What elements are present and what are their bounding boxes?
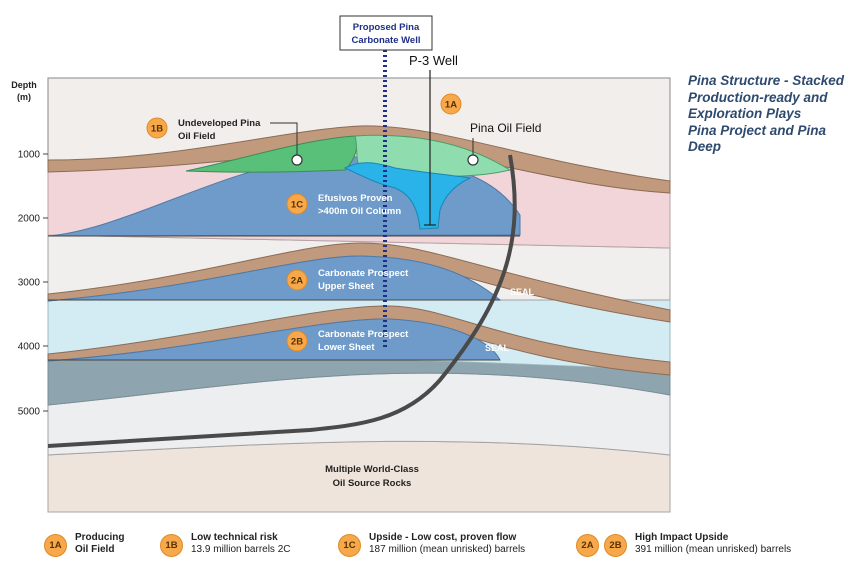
legend-item-2a-2b: 2A 2B High Impact Upside 391 million (me…: [576, 532, 791, 557]
badge-1b-text: 1B: [151, 124, 163, 135]
badge-1c-text: 1C: [291, 200, 303, 211]
side-title: Pina Structure - Stacked Production-read…: [688, 73, 853, 156]
depth-tick-label: 3000: [18, 278, 41, 289]
side-title-line: Exploration Plays: [688, 106, 802, 121]
legend-item-1a: 1A Producing Oil Field: [44, 532, 124, 557]
zone-1c-line2: >400m Oil Column: [318, 206, 401, 217]
legend-text: High Impact Upside 391 million (mean unr…: [635, 532, 791, 556]
oil-field-1a: [354, 134, 512, 177]
zone-1b-line1: Undeveloped Pina: [178, 118, 261, 129]
side-title-line: Deep: [688, 139, 722, 154]
oil-field-1b: [185, 135, 358, 173]
zone-1c-line1: Efusivos Proven: [318, 193, 393, 204]
legend-text: Producing Oil Field: [75, 532, 124, 556]
legend-detail: Oil Field: [75, 544, 115, 555]
proposed-well-box: [339, 15, 433, 51]
badge-2a-text: 2A: [291, 276, 303, 287]
legend-badge: 1A: [44, 534, 67, 557]
badge-2b-text: 2B: [291, 337, 303, 348]
efusivos-oil-column: [343, 162, 472, 230]
legend-item-1b: 1B Low technical risk 13.9 million barre…: [160, 532, 291, 557]
upper-carbonate-sheet: [47, 255, 502, 302]
source-rock-line1: Multiple World-Class: [325, 464, 419, 475]
zone-2a-line2: Upper Sheet: [318, 281, 375, 292]
depth-tick-label: 5000: [18, 407, 41, 418]
badge-2b: [286, 330, 308, 352]
zone-1b-line2: Oil Field: [178, 131, 216, 142]
depth-axis-title-1: Depth: [11, 80, 37, 90]
legend-text: Low technical risk 13.9 million barrels …: [191, 532, 291, 556]
zone-1b-pointer: [270, 122, 298, 155]
legend-detail: 187 million (mean unrisked) barrels: [369, 544, 526, 555]
seal-label-upper: SEAL: [510, 287, 535, 297]
pina-oil-field-label: Pina Oil Field: [470, 121, 541, 135]
legend-title: Low technical risk: [191, 532, 278, 543]
legend-title: Upside - Low cost, proven flow: [369, 532, 517, 543]
depth-axis-title-2: (m): [17, 92, 31, 102]
legend-detail: 13.9 million barrels 2C: [191, 544, 291, 555]
badge-1a: [440, 93, 462, 115]
depth-tick-label: 2000: [18, 214, 41, 225]
side-title-line: Pina Structure - Stacked: [688, 73, 845, 88]
pina-field-marker: [467, 154, 479, 166]
zone-1b-marker: [291, 154, 303, 166]
legend-badge: 2A: [576, 534, 599, 557]
legend-text: Upside - Low cost, proven flow 187 milli…: [369, 532, 525, 556]
legend-badge: 1B: [160, 534, 183, 557]
badge-1a-text: 1A: [445, 100, 457, 111]
legend-badge: 1C: [338, 534, 361, 557]
legend-item-1c: 1C Upside - Low cost, proven flow 187 mi…: [338, 532, 525, 557]
proposed-well-label-2: Carbonate Well: [352, 35, 421, 46]
badge-2a: [286, 269, 308, 291]
zone-2b-line2: Lower Sheet: [318, 342, 375, 353]
proposed-well-label-1: Proposed Pina: [353, 22, 420, 33]
depth-axis-ticks: 1000 2000 3000 4000 5000: [18, 150, 48, 418]
legend-badge: 2B: [604, 534, 627, 557]
lower-carbonate-sheet: [47, 318, 501, 362]
p3-well-label: P-3 Well: [409, 53, 458, 68]
legend-title: High Impact Upside: [635, 532, 729, 543]
side-title-line: Pina Project and Pina: [688, 122, 827, 138]
zone-2a-line1: Carbonate Prospect: [318, 268, 409, 279]
badge-1b: [146, 117, 168, 139]
source-rock-line2: Oil Source Rocks: [333, 478, 412, 489]
badge-1c: [286, 193, 308, 215]
seal-label-lower: SEAL: [485, 343, 510, 353]
legend-title: Producing: [75, 532, 125, 543]
side-title-line: Production-ready and: [688, 89, 828, 105]
depth-tick-label: 1000: [18, 150, 41, 161]
legend: 1A Producing Oil Field 1B Low technical …: [0, 532, 859, 566]
depth-tick-label: 4000: [18, 342, 41, 353]
legend-detail: 391 million (mean unrisked) barrels: [635, 544, 792, 555]
source-rock-layer: [47, 440, 671, 513]
zone-2b-line1: Carbonate Prospect: [318, 329, 409, 340]
fault-line: [47, 154, 517, 448]
